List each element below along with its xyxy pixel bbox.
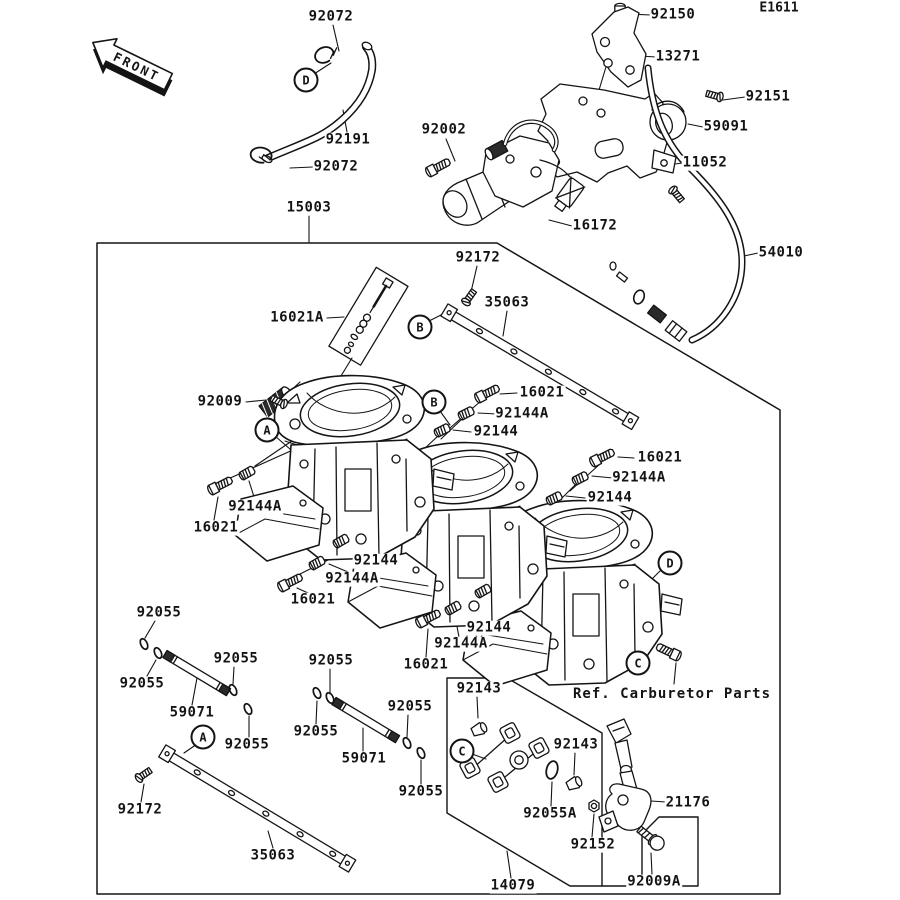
pin-92143-right [564, 774, 585, 793]
bolt-92002 [423, 155, 453, 179]
part-label-14079-48[interactable]: 14079 [489, 877, 537, 894]
part-label-92144-18[interactable]: 92144 [472, 423, 520, 440]
part-label-16021-26[interactable]: 16021 [289, 591, 337, 608]
part-label-16021a-14[interactable]: 16021A [269, 309, 325, 326]
ref-carburetor-parts-note: Ref. Carburetor Parts [572, 686, 772, 702]
part-label-92144a-22[interactable]: 92144A [227, 498, 283, 515]
bracket-11052-drawing [537, 83, 677, 183]
part-label-92009a-47[interactable]: 92009A [626, 873, 682, 890]
page-code: E1611 [759, 0, 799, 16]
pin-92143-left [469, 720, 490, 739]
part-label-92055-41[interactable]: 92055 [397, 783, 445, 800]
hose-clamp-92072-top [314, 46, 338, 64]
main-assembly-box-15003 [96, 242, 781, 895]
part-label-92055-30[interactable]: 92055 [212, 650, 260, 667]
part-label-16021-15[interactable]: 16021 [518, 384, 566, 401]
part-label-92055-27[interactable]: 92055 [135, 604, 183, 621]
assembly-marker-c-5: C [625, 650, 651, 676]
part-label-13271-2[interactable]: 13271 [654, 48, 702, 65]
part-label-92191-6[interactable]: 92191 [324, 131, 372, 148]
choke-linkage-drawing [458, 720, 600, 813]
part-label-16021-32[interactable]: 16021 [402, 656, 450, 673]
bolt-92009a [636, 825, 665, 851]
bracket-13271-drawing [591, 6, 647, 88]
part-label-92055-35[interactable]: 92055 [386, 698, 434, 715]
part-label-59071-36[interactable]: 59071 [168, 704, 216, 721]
part-label-92002-5[interactable]: 92002 [420, 121, 468, 138]
part-label-92055-39[interactable]: 92055 [223, 736, 271, 753]
part-label-35063-13[interactable]: 35063 [483, 294, 531, 311]
nut-92152 [588, 799, 600, 813]
part-label-92150-1[interactable]: 92150 [649, 6, 697, 23]
part-label-92144-24[interactable]: 92144 [352, 552, 400, 569]
assembly-marker-a-3: A [254, 417, 280, 443]
part-label-92055-37[interactable]: 92055 [292, 723, 340, 740]
pump-connector [554, 176, 586, 212]
assembly-marker-b-2: B [421, 389, 447, 415]
part-label-21176-42[interactable]: 21176 [664, 794, 712, 811]
hose-clamp-92072-bottom [249, 146, 273, 164]
assembly-marker-d-0: D [293, 67, 319, 93]
part-label-92143-38[interactable]: 92143 [552, 736, 600, 753]
part-label-92151-3[interactable]: 92151 [744, 88, 792, 105]
throttle-cable-54010-drawing [609, 64, 746, 344]
part-label-92072-8[interactable]: 92072 [312, 158, 360, 175]
part-label-59091-4[interactable]: 59091 [702, 118, 750, 135]
front-arrow: FRONT [92, 37, 174, 97]
part-label-92144a-29[interactable]: 92144A [433, 635, 489, 652]
part-label-16021-23[interactable]: 16021 [192, 519, 240, 536]
assembly-marker-a-6: A [190, 724, 216, 750]
part-label-92055a-44[interactable]: 92055A [522, 805, 578, 822]
part-label-92072-0[interactable]: 92072 [307, 8, 355, 25]
part-label-92055-33[interactable]: 92055 [118, 675, 166, 692]
part-label-11052-7[interactable]: 11052 [681, 154, 729, 171]
part-label-92144-28[interactable]: 92144 [465, 619, 513, 636]
fuel-hose-92191-drawing [249, 41, 377, 164]
screw-92172-bottom [133, 765, 154, 785]
part-label-15003-9[interactable]: 15003 [285, 199, 333, 216]
part-label-35063-46[interactable]: 35063 [249, 847, 297, 864]
part-label-92152-45[interactable]: 92152 [569, 836, 617, 853]
screw-92151 [704, 88, 725, 104]
part-label-16021-19[interactable]: 16021 [636, 449, 684, 466]
ref-carburetor-bolt [654, 640, 684, 663]
assembly-marker-d-4: D [657, 550, 683, 576]
part-label-59071-40[interactable]: 59071 [340, 750, 388, 767]
part-label-92144-21[interactable]: 92144 [586, 489, 634, 506]
screw-92172-top [459, 287, 479, 308]
o-rings-92055 [137, 636, 428, 761]
part-label-92143-34[interactable]: 92143 [455, 680, 503, 697]
part-label-92055-31[interactable]: 92055 [307, 652, 355, 669]
assembly-marker-b-1: B [407, 314, 433, 340]
o-ring-92055a [545, 760, 559, 780]
part-label-16172-10[interactable]: 16172 [571, 217, 619, 234]
part-label-92009-16[interactable]: 92009 [196, 393, 244, 410]
part-label-92144a-25[interactable]: 92144A [324, 570, 380, 587]
jet-needle-kit-16021a [328, 266, 409, 366]
part-label-92144a-17[interactable]: 92144A [494, 405, 550, 422]
lever-21176-drawing [598, 718, 665, 851]
part-label-54010-11[interactable]: 54010 [757, 244, 805, 261]
part-label-92172-12[interactable]: 92172 [454, 249, 502, 266]
part-label-92172-43[interactable]: 92172 [116, 801, 164, 818]
part-label-92144a-20[interactable]: 92144A [611, 469, 667, 486]
assembly-marker-c-7: C [449, 738, 475, 764]
oil-pump-16172-drawing [442, 119, 687, 226]
